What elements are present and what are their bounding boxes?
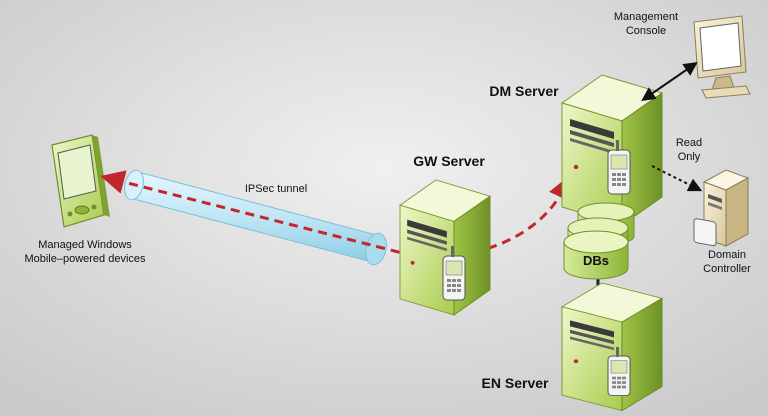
en-server-label: EN Server (481, 375, 549, 391)
management-console-label-line2: Console (625, 25, 667, 37)
monitor-icon (693, 15, 751, 99)
ipsec-tunnel-label: IPSec tunnel (244, 183, 308, 195)
domain-controller-icon (693, 169, 750, 247)
domain-controller-label: Domain Controller (690, 248, 764, 276)
managed-devices-label-line1: Managed Windows (38, 239, 132, 251)
domain-controller-label-line2: Controller (703, 263, 751, 275)
management-console-label-line1: Management (613, 11, 679, 23)
read-only-label-line2: Only (677, 151, 701, 163)
managed-devices-label: Managed Windows Mobile–powered devices (10, 238, 160, 266)
management-console-label: Management Console (604, 10, 688, 38)
dbs-label: DBs (582, 253, 609, 268)
read-only-label: Read Only (664, 136, 714, 164)
dm-server-label: DM Server (489, 83, 559, 99)
database-stack-icon (563, 202, 635, 280)
console-link-arrow (641, 62, 698, 101)
gw-server-label: GW Server (413, 153, 485, 169)
managed-devices-label-line2: Mobile–powered devices (24, 253, 146, 265)
read-only-arrow (651, 165, 703, 192)
read-only-label-line1: Read (675, 137, 703, 149)
domain-controller-label-line1: Domain (708, 249, 746, 261)
